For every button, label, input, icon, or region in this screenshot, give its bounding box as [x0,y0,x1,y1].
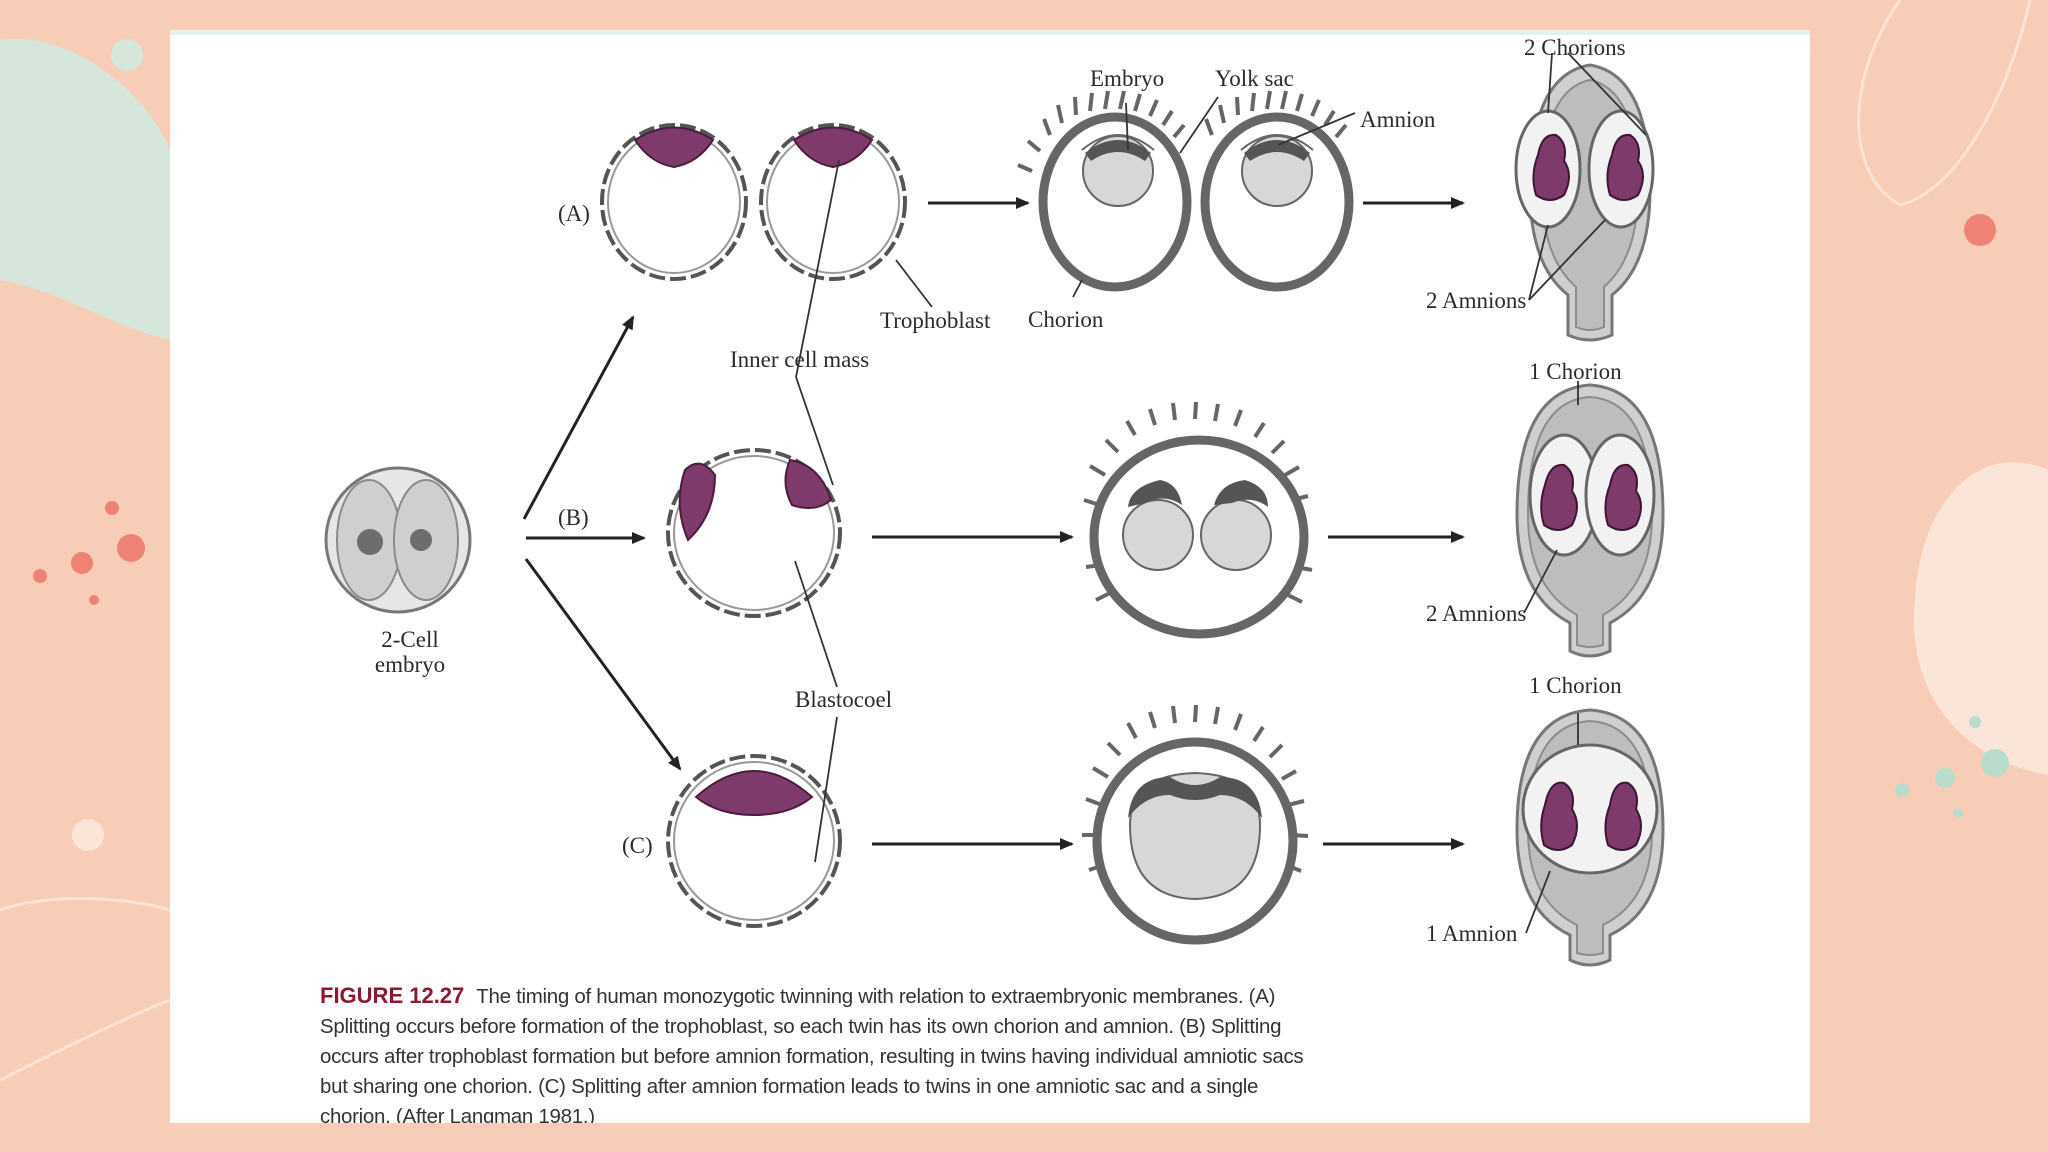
uterus-a [1514,63,1655,342]
label-two-amnions-b: 2 Amnions [1426,601,1527,626]
caption-text: The timing of human monozygotic twinning… [320,985,1304,1123]
label-two-chorions: 2 Chorions [1524,35,1626,60]
label-embryo: Embryo [1090,66,1165,91]
cream-dot [72,819,104,851]
blastocyst-a2 [759,123,907,281]
mint-dot [1969,716,1981,728]
uterus-c [1515,708,1665,967]
coral-dot [89,595,99,605]
figure-number: FIGURE 12.27 [320,983,465,1008]
label-blastocoel: Blastocoel [795,687,893,712]
label-b: (B) [558,505,589,530]
mint-blob [0,38,170,340]
branch-arrows [522,315,682,771]
mint-dot [1981,749,2009,777]
mint-dot [1895,783,1909,797]
chorionic-sac-b [1083,401,1313,639]
leader-lines [794,52,1647,934]
label-a: (A) [558,201,590,226]
figure-card: (A) (B) (C) 2-Cell embryo Embryo Yolk sa… [170,30,1810,1123]
label-trophoblast: Trophoblast [880,308,991,333]
cream-blob [1913,462,2048,775]
coral-dot [1964,214,1996,246]
white-arc [0,998,171,1082]
chorionic-sac-c [1082,704,1309,945]
label-one-amnion: 1 Amnion [1426,921,1518,946]
mint-dot [1935,768,1955,788]
label-one-chorion-b: 1 Chorion [1529,359,1622,384]
label-inner-cell-mass: Inner cell mass [730,347,870,372]
coral-dot [33,569,47,583]
blastocyst-b [666,448,842,618]
blastocyst-a1 [600,123,748,281]
chorionic-sac-a2 [1200,90,1354,292]
uterus-b [1515,383,1665,658]
coral-dot [105,501,119,515]
stage-arrows [872,197,1465,850]
label-c: (C) [622,833,653,858]
mint-dot [111,39,143,71]
label-two-amnions-a: 2 Amnions [1426,288,1527,313]
white-arc [0,896,171,912]
label-one-chorion-c: 1 Chorion [1529,673,1622,698]
label-yolk-sac: Yolk sac [1215,66,1294,91]
blastocyst-c [666,754,842,928]
two-cell-embryo [324,466,472,614]
label-chorion: Chorion [1028,307,1104,332]
coral-dot [117,534,145,562]
chorionic-sac-a1 [1017,90,1192,292]
label-amnion: Amnion [1360,107,1436,132]
mint-dot [1953,808,1963,818]
label-two-cell-embryo: 2-Cell embryo [374,627,446,678]
twinning-diagram [324,52,1665,967]
coral-dot [71,552,93,574]
right-arc [1857,0,2032,207]
